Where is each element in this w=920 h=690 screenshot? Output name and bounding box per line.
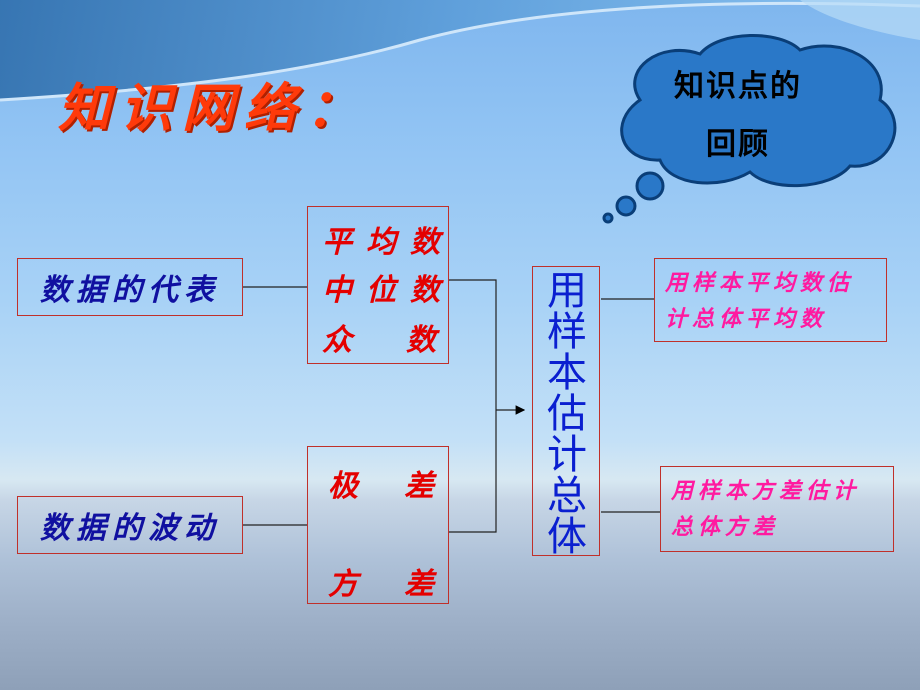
central-tendency-box: 平均数 中位数 众 数 [307, 206, 449, 364]
variance-estimate-line2: 总体方差 [671, 514, 780, 540]
header-wave-decoration [0, 0, 920, 102]
mean-label: 平均数 [322, 225, 454, 260]
range-label: 极 差 [328, 469, 442, 504]
variance-estimate-line1: 用样本方差估计 [671, 478, 861, 504]
data-representative-box: 数据的代表 [17, 258, 243, 316]
mean-estimate-line2: 计总体平均数 [665, 306, 828, 332]
cloud-line2: 回顾 [706, 127, 770, 162]
cloud-caption: 知识点的 回顾 [648, 58, 828, 174]
variance-label: 方 差 [328, 567, 442, 602]
dispersion-box: 极 差 方 差 [307, 446, 449, 604]
mean-estimate-line1: 用样本平均数估 [665, 270, 855, 296]
mean-estimate-box: 用样本平均数估 计总体平均数 [654, 258, 887, 342]
data-fluctuation-label: 数据的波动 [40, 511, 220, 546]
variance-estimate-box: 用样本方差估计 总体方差 [660, 466, 894, 552]
connector-central-to-merge [449, 279, 497, 533]
page-title: 知识网络： [58, 78, 369, 139]
median-label: 中位数 [322, 273, 454, 308]
cloud-line1: 知识点的 [674, 69, 802, 104]
sample-estimate-population-label: 用样本估计总体 [547, 268, 587, 560]
mode-label: 众 数 [322, 323, 448, 358]
data-representative-label: 数据的代表 [40, 273, 220, 308]
sample-estimate-population-box: 用样本估计总体 [532, 266, 600, 560]
data-fluctuation-box: 数据的波动 [17, 496, 243, 554]
thought-cloud-icon [602, 34, 897, 224]
